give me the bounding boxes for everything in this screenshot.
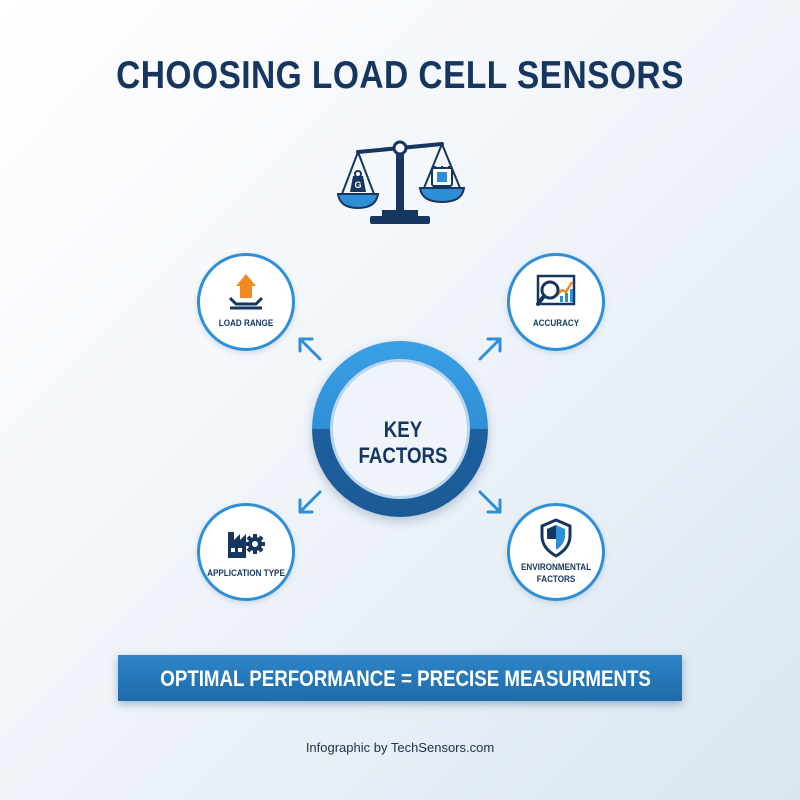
arrow-up-left-icon [298, 337, 322, 361]
arrow-down-right-icon [478, 490, 502, 514]
factor-load-range: LOAD RANGE [197, 253, 295, 351]
arrow-down-left-icon [298, 490, 322, 514]
page-title: CHOOSING LOAD CELL SENSORS [116, 54, 684, 97]
factor-accuracy: ACCURACY [507, 253, 605, 351]
hub-label: KEY FACTORS [358, 417, 448, 468]
load-arrow-icon [228, 274, 264, 310]
summary-banner: OPTIMAL PERFORMANCE = PRECISE MEASURMENT… [118, 655, 682, 701]
balance-scale-icon: G [336, 140, 466, 224]
factor-label: LOAD RANGE [218, 318, 274, 328]
factor-label: APPLICATION TYPE [207, 568, 285, 578]
key-factors-hub: KEY FACTORS [312, 341, 488, 517]
factor-label-line1: ENVIRONMENTAL [520, 562, 592, 572]
factor-environmental-factors: ENVIRONMENTAL FACTORS [507, 503, 605, 601]
factory-gear-icon [228, 532, 265, 558]
factor-label: ACCURACY [532, 318, 580, 328]
hub-inner-circle: KEY FACTORS [330, 359, 470, 499]
credit-text: Infographic by TechSensors.com [305, 740, 495, 755]
magnifier-chart-icon [536, 274, 576, 306]
banner-label: OPTIMAL PERFORMANCE = PRECISE MEASURMENT… [160, 666, 651, 691]
factor-application-type: APPLICATION TYPE [197, 503, 295, 601]
arrow-up-right-icon [478, 337, 502, 361]
weight-letter: G [354, 180, 361, 190]
factor-label-line2: FACTORS [536, 574, 576, 584]
shield-icon [540, 518, 572, 558]
